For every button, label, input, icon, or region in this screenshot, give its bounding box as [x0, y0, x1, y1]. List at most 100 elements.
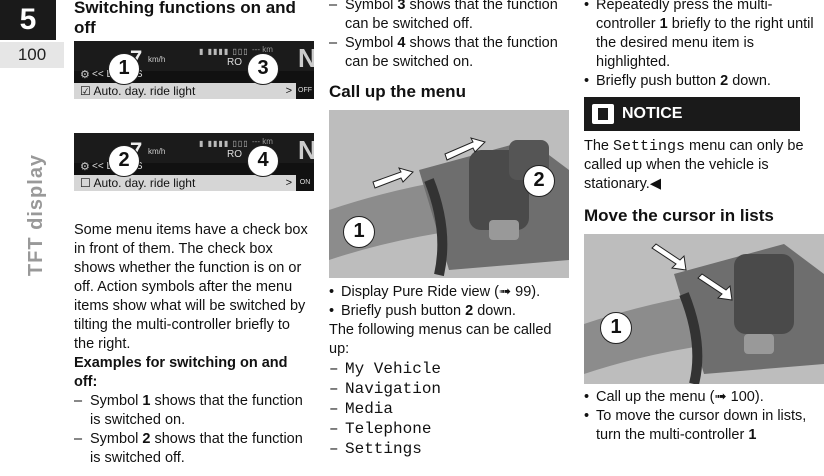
menu-list-item: My Vehicle [329, 359, 569, 379]
section-label: TFT display [25, 153, 47, 277]
menu-item-label: Auto. day. ride light [93, 84, 196, 98]
settings-icon: ⚙ [80, 69, 90, 81]
speed-unit: km/h [148, 55, 166, 64]
tft-screen-2: 7 km/h ▮ ▮▮▮▮ ▯▯▯ --- km RO N ⚙ << LIGHT… [74, 121, 314, 213]
handlebar-photo-2: 1 [584, 234, 824, 384]
symbol-number: 4 [397, 35, 406, 51]
range-value: --- km [252, 45, 273, 54]
speed-unit: km/h [148, 147, 166, 156]
list-item: Repeatedly press the multi-controller 1 … [584, 0, 824, 72]
callout-3: 3 [247, 53, 279, 85]
handlebar-illustration [584, 234, 824, 384]
text: Briefly push button [341, 303, 466, 319]
symbol-number: 1 [142, 393, 151, 409]
page-reference: ➟ 99 [498, 284, 532, 300]
gear-indicator: N [298, 43, 314, 73]
text: shows that the function is switched on. [90, 393, 303, 428]
text: Repeatedly press the multi-controller [596, 0, 773, 32]
ride-mode: RO [227, 149, 242, 160]
examples-heading-text: Examples for switching on and off: [74, 355, 288, 390]
following-menus-text: The following menus can be called up: [329, 322, 552, 357]
callout-1: 1 [600, 312, 632, 344]
list-item: Symbol 4 shows that the function can be … [329, 34, 569, 72]
column-3: Repeatedly press the multi-controller 1 … [584, 0, 824, 445]
handlebar-photo-1: 1 2 [329, 110, 569, 278]
callout-2: 2 [108, 145, 140, 177]
menu-item-day-ride-light: ☐ Auto. day. ride light > [74, 175, 296, 191]
text: shows that the function can be switched … [345, 0, 558, 32]
settings-menu-name: Settings [613, 138, 686, 155]
fuel-bars: ▮ ▮▮▮▮ ▯▯▯ [199, 139, 249, 148]
gear-indicator: N [298, 135, 314, 166]
column-1: Switching functions on and off 7 km/h ▮ … [74, 0, 314, 468]
list-item: To move the cursor down in lists, turn t… [584, 407, 824, 445]
list-item: Display Pure Ride view (➟ 99). [329, 283, 569, 302]
notice-banner: NOTICE [584, 97, 800, 131]
action-state-on: ON [299, 179, 311, 186]
menu-list-item: Navigation [329, 379, 569, 399]
controller-number: 1 [659, 16, 668, 32]
text: menu can only be called up when the vehi… [584, 138, 804, 192]
checkbox-unchecked-icon: ☐ [80, 176, 91, 190]
text: Symbol [90, 431, 143, 447]
page-number: 100 [0, 42, 64, 68]
settings-icon: ⚙ [80, 161, 90, 173]
list-item: Briefly push button 2 down. [584, 72, 824, 91]
text: Symbol [345, 35, 398, 51]
text: ). [754, 389, 764, 405]
heading-switching-functions: Switching functions on and off [74, 0, 296, 37]
notice-text: The Settings menu can only be called up … [584, 137, 824, 194]
chevron-right-icon: > [285, 85, 292, 97]
cursor-steps: Call up the menu (➟ 100). To move the cu… [584, 388, 824, 445]
callout-1: 1 [343, 216, 375, 248]
text: The [584, 138, 614, 154]
heading-call-up-menu: Call up the menu [329, 82, 466, 101]
menu-steps: Repeatedly press the multi-controller 1 … [584, 0, 824, 91]
button-number: 2 [465, 303, 474, 319]
list-item: Call up the menu (➟ 100). [584, 388, 824, 407]
menu-list-item: Media [329, 399, 569, 419]
text: Briefly push button [596, 73, 721, 89]
text: Symbol [345, 0, 398, 13]
page-sidebar: 5 100 TFT display [0, 0, 66, 476]
tft-screen-1: 7 km/h ▮ ▮▮▮▮ ▯▯▯ --- km RO N ⚙ << LIGHT… [74, 41, 314, 121]
text: Symbol [90, 393, 143, 409]
text: down. [728, 73, 771, 89]
page-reference: ➟ 100 [714, 389, 755, 405]
text: Display Pure Ride view ( [341, 284, 499, 300]
menu-item-label: Auto. day. ride light [93, 176, 196, 190]
callout-4: 4 [247, 145, 279, 177]
action-state-off: OFF [298, 87, 312, 94]
chapter-marker: 5 100 [0, 0, 64, 70]
text: down. [473, 303, 516, 319]
symbol-list-2: Symbol 3 shows that the function can be … [329, 0, 569, 72]
menu-list-item: Settings [329, 439, 569, 459]
checkbox-explanation: Some menu items have a check box in fron… [74, 222, 308, 352]
checkbox-checked-icon: ☑ [80, 84, 91, 98]
symbol-list-1: Symbol 1 shows that the function is swit… [74, 392, 314, 468]
examples-heading: Examples for switching on and off: [74, 354, 314, 392]
screen-bottom-margin [74, 99, 314, 121]
chevron-right-icon: > [285, 177, 292, 189]
heading-move-cursor: Move the cursor in lists [584, 206, 774, 225]
controller-number: 1 [748, 427, 757, 443]
text: To move the cursor down in lists, turn t… [596, 408, 807, 443]
text: shows that the function can be switched … [345, 35, 558, 70]
text: ). [531, 284, 541, 300]
menu-item-day-ride-light: ☑ Auto. day. ride light > [74, 83, 296, 99]
screen-bottom-margin [74, 191, 314, 213]
notice-label: NOTICE [622, 105, 683, 122]
column-2: Symbol 3 shows that the function can be … [329, 0, 569, 459]
menu-list-item: Telephone [329, 419, 569, 439]
notice-icon [592, 104, 614, 124]
list-item: Symbol 1 shows that the function is swit… [74, 392, 314, 430]
button-number: 2 [720, 73, 729, 89]
symbol-number: 2 [142, 431, 151, 447]
text: Call up the menu ( [596, 389, 715, 405]
menu-list: My Vehicle Navigation Media Telephone Se… [329, 359, 569, 459]
list-item: Symbol 3 shows that the function can be … [329, 0, 569, 34]
text: shows that the function is switched off. [90, 431, 303, 466]
callout-1: 1 [108, 53, 140, 85]
symbol-number: 3 [397, 0, 406, 13]
fuel-bars: ▮ ▮▮▮▮ ▯▯▯ [199, 47, 249, 56]
